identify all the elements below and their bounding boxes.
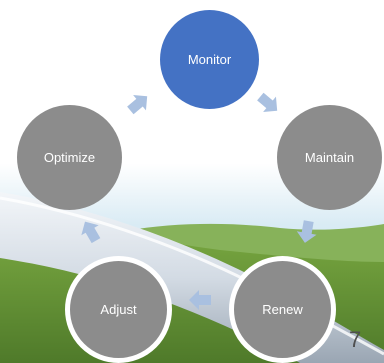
arrow-renew-to-adjust	[189, 290, 211, 310]
arrow-maintain-to-renew	[296, 220, 317, 243]
node-monitor-label: Monitor	[187, 52, 232, 67]
arrow-adjust-to-optimize	[81, 221, 101, 244]
node-maintain: Maintain	[277, 105, 382, 210]
node-renew-label: Renew	[262, 302, 303, 317]
node-renew: Renew	[229, 256, 336, 363]
arrow-optimize-to-monitor	[127, 95, 148, 115]
node-adjust: Adjust	[65, 256, 172, 363]
pipeline-highlight	[0, 196, 384, 356]
node-maintain-label: Maintain	[304, 150, 355, 165]
node-adjust-label: Adjust	[100, 302, 137, 317]
node-optimize-label: Optimize	[43, 150, 96, 165]
node-monitor: Monitor	[160, 10, 259, 109]
page-number: 7	[349, 327, 362, 352]
arrow-monitor-to-maintain	[257, 92, 278, 112]
node-optimize: Optimize	[17, 105, 122, 210]
